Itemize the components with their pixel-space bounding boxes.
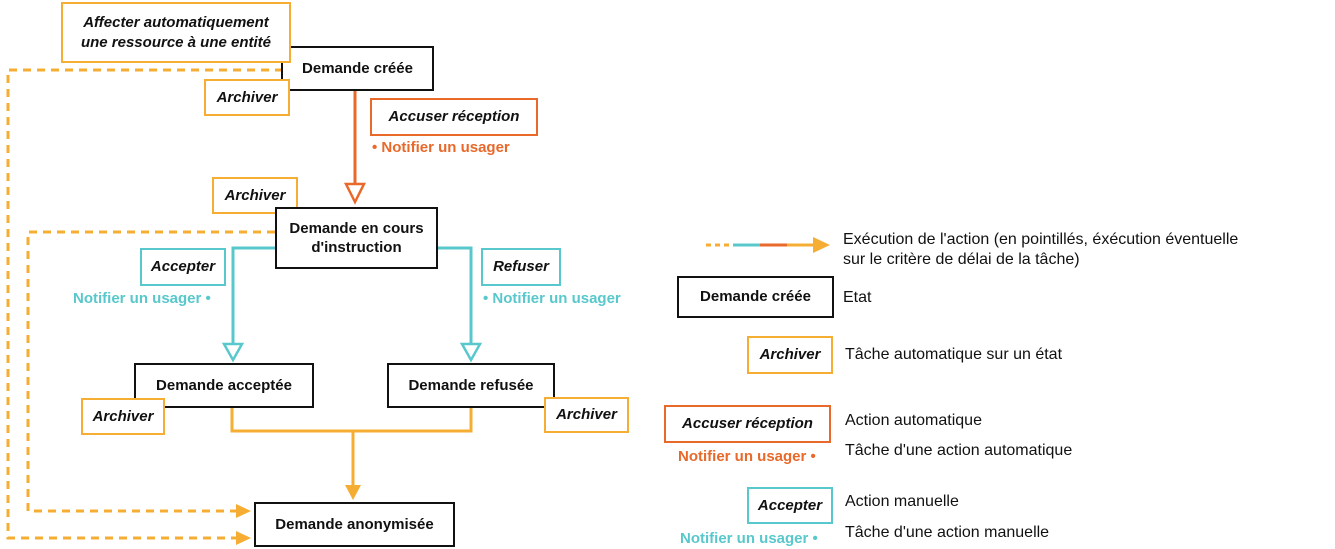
state-refusee-label: Demande refusée (408, 376, 534, 394)
task-archiver-instruction-label: Archiver (224, 186, 286, 204)
dashed-arrowhead-created (236, 531, 251, 545)
state-demande-refusee: Demande refusée (387, 363, 555, 408)
task-affecter-automatiquement: Affecter automatiquement une ressource à… (61, 2, 291, 63)
task-archiver-created: Archiver (204, 79, 290, 116)
action-refuser: Refuser (481, 248, 561, 286)
legend-auto-label: Action automatique (845, 412, 982, 429)
legend-auto-sample: Accuser réception (664, 405, 831, 443)
arrowhead-instruction-to-refused (459, 342, 483, 363)
legend-auto-note: Notifier un usager • (678, 448, 816, 465)
arrowhead-created-to-instruction (343, 182, 367, 205)
state-demande-creee-label: Demande créée (302, 59, 413, 77)
state-demande-anonymisee: Demande anonymisée (254, 502, 455, 547)
task-affecter-line2: une ressource à une entité (80, 33, 272, 51)
task-archiver-acceptee: Archiver (81, 398, 165, 435)
arrow-instruction-to-refused (438, 246, 473, 345)
state-en-cours-line1: Demande en cours (289, 219, 424, 237)
arrowhead-instruction-to-accepted (221, 342, 245, 363)
action-accuser-reception-label: Accuser réception (388, 108, 520, 126)
task-archiver-acceptee-label: Archiver (92, 407, 154, 425)
legend-manual-note: Notifier un usager • (680, 530, 818, 547)
state-anonymisee-label: Demande anonymisée (275, 515, 434, 533)
legend-manual-sample: Accepter (747, 487, 833, 524)
arrow-instruction-to-accepted (231, 246, 275, 345)
dashed-arrow-created-to-anonymized (6, 68, 283, 540)
legend-state-sample: Demande créée (677, 276, 834, 318)
legend-task-sample-label: Archiver (759, 346, 821, 364)
legend-task-label: Tâche automatique sur un état (845, 346, 1063, 363)
legend-auto-sample-label: Accuser réception (682, 415, 813, 433)
task-archiver-created-label: Archiver (216, 88, 278, 106)
legend-execution-text: Exécution de l'action (en pointillés, éx… (843, 230, 1238, 270)
task-archiver-refusee: Archiver (544, 397, 629, 433)
state-acceptee-label: Demande acceptée (156, 376, 292, 394)
note-notify-accept: Notifier un usager • (73, 290, 211, 307)
action-accuser-reception: Accuser réception (370, 98, 538, 136)
action-accepter-label: Accepter (150, 258, 216, 276)
dashed-arrowhead-instruction (236, 504, 251, 518)
legend-execution-line1: Exécution de l'action (en pointillés, éx… (843, 231, 1239, 248)
legend-manual-label: Action manuelle (845, 493, 959, 510)
task-archiver-refusee-label: Archiver (556, 406, 617, 424)
action-refuser-label: Refuser (493, 258, 549, 276)
task-affecter-line1: Affecter automatiquement (83, 14, 269, 31)
action-accepter: Accepter (140, 248, 226, 286)
legend-state-label: Etat (843, 289, 872, 306)
legend-state-sample-label: Demande créée (700, 288, 811, 306)
state-demande-en-cours: Demande en cours d'instruction (275, 207, 438, 269)
legend-execution-line2: sur le critère de délai de la tâche) (843, 251, 1080, 268)
legend-manual-note-label: Tâche d'une action manuelle (845, 524, 1050, 541)
legend-task-sample: Archiver (747, 336, 833, 374)
arrowhead-merge-to-anonymized (345, 485, 361, 500)
legend-arrowhead (813, 237, 830, 253)
dashed-arrow-instruction-to-anonymized (26, 230, 275, 513)
legend-manual-sample-label: Accepter (757, 496, 823, 514)
legend-auto-note-label: Tâche d'une action automatique (845, 442, 1073, 459)
note-notify-refuse: • Notifier un usager (483, 290, 621, 307)
note-notify-acknowledge: • Notifier un usager (372, 139, 510, 156)
state-en-cours-line2: d'instruction (311, 239, 402, 256)
connector-accepted-refused-merge (230, 408, 473, 433)
state-demande-creee: Demande créée (281, 46, 434, 91)
